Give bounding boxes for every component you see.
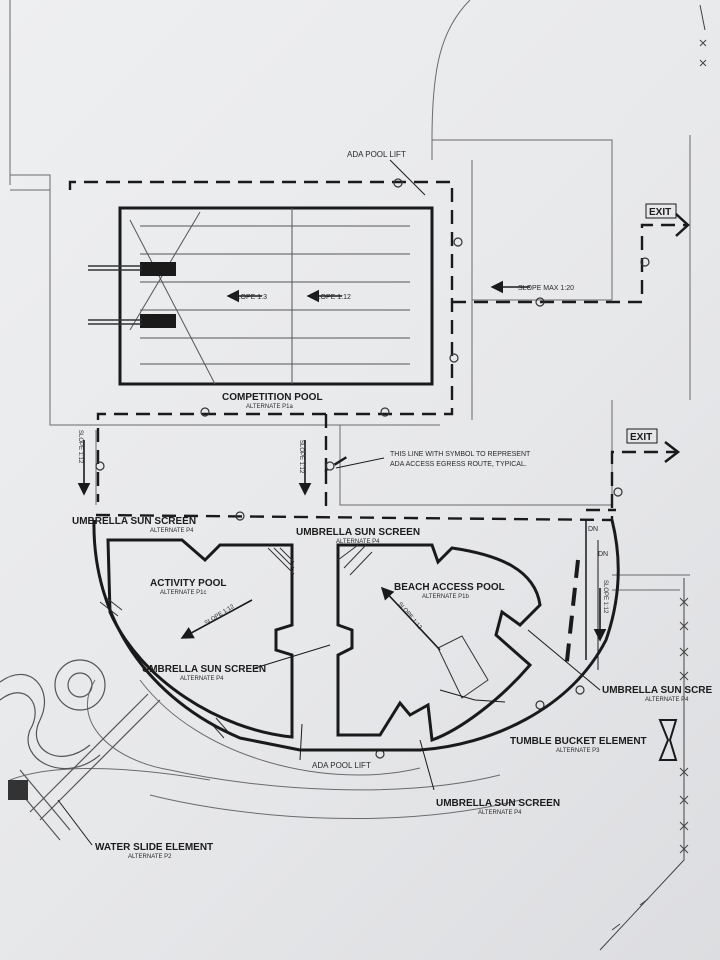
exit-arrows	[664, 213, 690, 463]
label-umbrella-2: UMBRELLA SUN SCREEN	[296, 527, 420, 538]
label-beach-alt: ALTERNATE P1b	[422, 594, 469, 600]
tumble-bucket-symbol	[658, 719, 678, 761]
leader-lines	[57, 159, 601, 846]
label-dn-upper: DN	[588, 526, 598, 533]
label-competition-alt: ALTERNATE P1a	[246, 404, 293, 410]
label-slope-1-3: SLOPE 1:3	[232, 294, 267, 301]
label-competition-pool: COMPETITION POOL	[222, 392, 323, 403]
label-umbrella-5: UMBRELLA SUN SCREEN	[436, 798, 560, 809]
label-ada-note-1: THIS LINE WITH SYMBOL TO REPRESENT	[390, 451, 531, 458]
label-slope-1-12-comp: SLOPE 1:12	[312, 294, 351, 301]
label-ada-pool-lift-bottom: ADA POOL LIFT	[312, 761, 371, 770]
label-umbrella-1-alt: ALTERNATE P4	[150, 528, 194, 534]
label-tumble: TUMBLE BUCKET ELEMENT	[510, 736, 647, 747]
ada-egress-route	[68, 180, 688, 522]
outer-deck	[92, 519, 620, 752]
label-umbrella-4: UMBRELLA SUN SCRE	[602, 685, 713, 696]
competition-pool	[88, 206, 434, 386]
label-dn-lower: DN	[598, 551, 608, 558]
label-beach-pool: BEACH ACCESS POOL	[394, 582, 505, 593]
label-umbrella-4-alt: ALTERNATE P4	[645, 697, 689, 703]
drawing-labels: ADA POOL LIFT EXIT SLOPE MAX 1:20 SLOPE …	[72, 150, 713, 860]
background-linework	[9, 0, 691, 819]
label-slope-activity: SLOPE 1:12	[204, 604, 236, 627]
label-slope-right: SLOPE 1:12	[602, 580, 608, 614]
activity-pool	[99, 538, 295, 739]
label-tumble-alt: ALTERNATE P3	[556, 748, 600, 754]
label-ada-note-2: ADA ACCESS EGRESS ROUTE, TYPICAL.	[390, 461, 527, 468]
label-slope-max: SLOPE MAX 1:20	[518, 285, 574, 292]
water-slide	[0, 659, 161, 841]
label-water-slide: WATER SLIDE ELEMENT	[95, 842, 213, 853]
label-umbrella-3-alt: ALTERNATE P4	[180, 676, 224, 682]
label-water-slide-alt: ALTERNATE P2	[128, 854, 172, 860]
label-ada-pool-lift-top: ADA POOL LIFT	[347, 150, 406, 159]
label-exit-mid: EXIT	[630, 432, 652, 443]
label-umbrella-1: UMBRELLA SUN SCREEN	[72, 516, 196, 527]
label-exit-top: EXIT	[649, 207, 671, 218]
label-activity-alt: ALTERNATE P1c	[160, 590, 206, 596]
beach-access-pool	[336, 543, 542, 743]
label-umbrella-3: UMBRELLA SUN SCREEN	[142, 664, 266, 675]
label-slope-left: SLOPE 1:12	[77, 430, 83, 464]
slope-arrows	[77, 280, 607, 651]
label-slope-beach: SLOPE 1:12	[396, 601, 422, 631]
label-activity-pool: ACTIVITY POOL	[150, 578, 227, 589]
ada-symbols	[95, 178, 650, 759]
label-umbrella-2-alt: ALTERNATE P4	[336, 539, 380, 545]
label-umbrella-5-alt: ALTERNATE P4	[478, 810, 522, 816]
label-slope-mid: SLOPE 1:12	[298, 440, 304, 474]
fence-line	[599, 4, 707, 951]
